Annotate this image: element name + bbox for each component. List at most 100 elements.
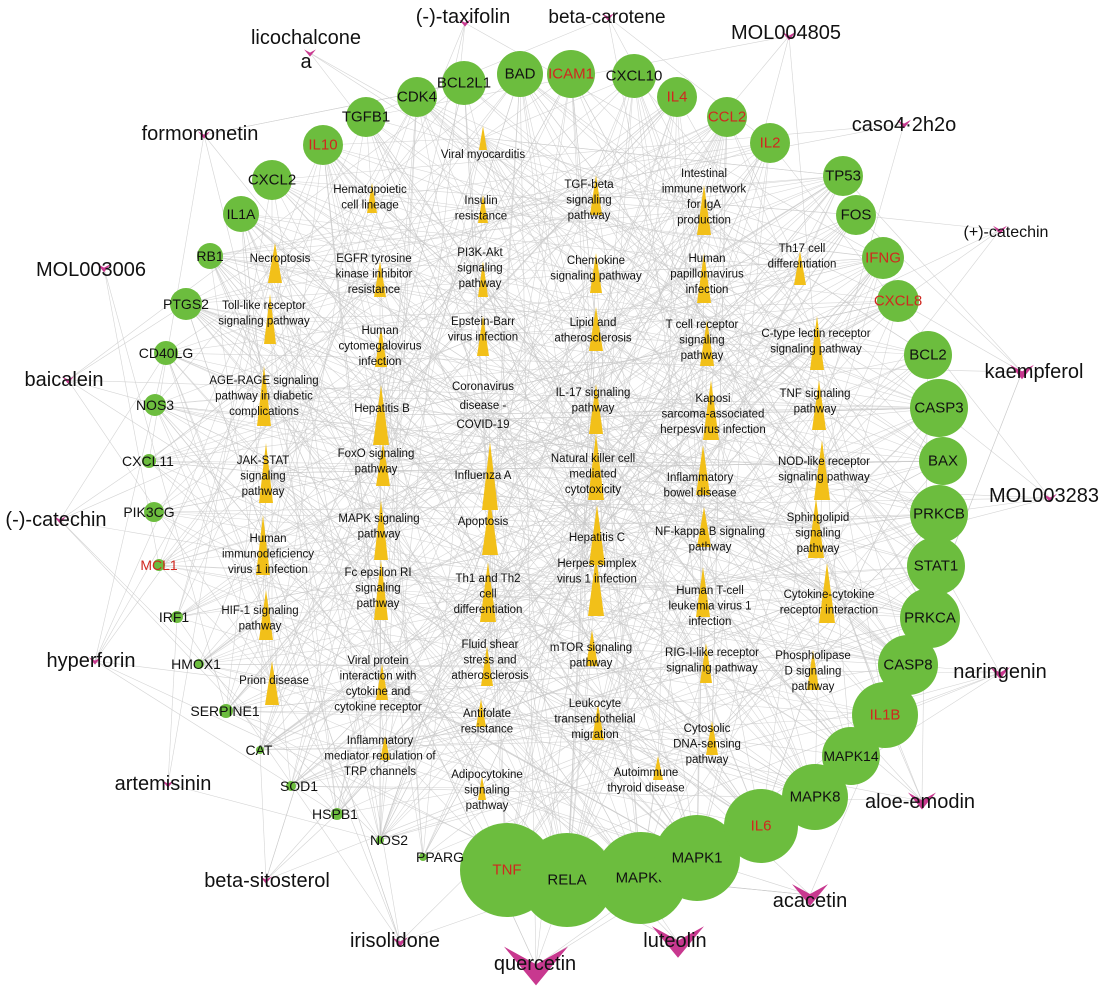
gene-node-cxcl8	[877, 280, 919, 322]
edge	[482, 137, 884, 259]
edge	[595, 96, 678, 330]
gene-label-il4: IL4	[667, 89, 688, 106]
gene-node-irf1	[171, 611, 183, 623]
edge	[209, 255, 383, 683]
gene-node-casp3	[910, 379, 968, 437]
edge-layer	[59, 16, 1051, 967]
edge	[225, 710, 599, 723]
edge	[176, 616, 401, 943]
edge	[480, 214, 857, 714]
gene-node-hspb1	[331, 808, 343, 820]
edge	[384, 75, 635, 749]
edge	[633, 75, 713, 739]
gene-label-stat1: STAT1	[914, 558, 958, 575]
compound-node-licochalcone-a	[304, 49, 316, 57]
edge	[422, 721, 599, 858]
edge	[381, 75, 635, 683]
gene-label-mapk14: MAPK14	[823, 748, 878, 764]
edge	[265, 614, 642, 879]
edge	[154, 404, 267, 616]
gene-label-irf1: IRF1	[159, 609, 190, 625]
edge	[595, 272, 940, 409]
gene-label-mapk1: MAPK1	[672, 850, 723, 867]
edge	[94, 96, 418, 662]
edge	[379, 669, 814, 841]
edge	[167, 783, 381, 841]
edge	[482, 208, 884, 259]
edge	[269, 144, 324, 320]
compound-label-beta-carotene: beta-carotene	[548, 7, 665, 28]
compound-node-acacetin	[792, 884, 828, 906]
edge	[271, 179, 401, 943]
pathway-node-toll-like-receptor-signaling-pathway	[264, 294, 276, 344]
edge	[480, 75, 635, 714]
gene-node-ccl2	[707, 97, 747, 137]
gene-label-bcl2l1: BCL2L1	[437, 75, 491, 92]
edge	[158, 419, 484, 566]
edge	[209, 255, 273, 684]
edge	[176, 419, 484, 618]
edge	[203, 134, 762, 827]
edge	[269, 116, 367, 320]
edge	[198, 22, 466, 665]
edge	[198, 469, 823, 665]
edge	[382, 354, 929, 465]
pathway-node-mtor-signaling-pathway	[586, 630, 598, 666]
edge	[703, 214, 857, 279]
compound-node-kaempferol	[1010, 364, 1034, 380]
pathway-node-inflammatory-bowel-disease	[696, 445, 710, 495]
edge	[702, 354, 929, 593]
gene-node-bcl2l1	[442, 61, 486, 105]
edge	[487, 591, 642, 879]
edge	[489, 214, 857, 477]
compound-node-naringenin	[990, 666, 1010, 680]
edge	[198, 267, 801, 665]
edge	[165, 352, 267, 616]
edge	[595, 466, 852, 757]
gene-label-ptgs2: PTGS2	[163, 296, 209, 312]
edge	[380, 414, 762, 827]
edge	[290, 22, 466, 787]
edge	[240, 213, 482, 714]
edge	[158, 209, 705, 566]
edge	[482, 137, 944, 462]
edge	[380, 589, 816, 798]
edge	[59, 96, 678, 521]
edge	[94, 144, 324, 662]
pathway-node-human-papillomavirus-infection	[697, 253, 711, 303]
edge	[153, 511, 597, 587]
gene-node-bcl2	[904, 331, 952, 379]
edge	[265, 614, 886, 716]
edge	[379, 22, 466, 841]
edge	[486, 96, 678, 667]
gene-node-il2	[750, 123, 790, 163]
edge	[262, 544, 292, 787]
edge	[209, 255, 679, 943]
edge	[416, 96, 491, 477]
edge	[489, 116, 728, 477]
edge	[240, 213, 597, 274]
gene-node-ptgs2	[170, 288, 202, 320]
edge	[595, 328, 816, 798]
gene-node-il6	[724, 789, 798, 863]
pathway-label-prion-disease: Prion disease	[239, 675, 309, 687]
pathway-node-egfr-tyrosine-kinase-inhibitor-resistance	[374, 261, 386, 297]
gene-label-cxcl10: CXCL10	[606, 68, 663, 85]
pathway-label-hepatitis-c: Hepatitis C	[569, 532, 625, 544]
edge	[167, 616, 178, 785]
edge	[416, 96, 823, 471]
edge	[422, 466, 597, 858]
edge	[379, 209, 705, 841]
edge	[165, 352, 491, 477]
pathway-node-jak-stat-signaling-pathway	[259, 443, 273, 503]
edge	[595, 460, 944, 468]
gene-label-il2: IL2	[760, 135, 781, 152]
gene-node-stat1	[907, 537, 965, 595]
